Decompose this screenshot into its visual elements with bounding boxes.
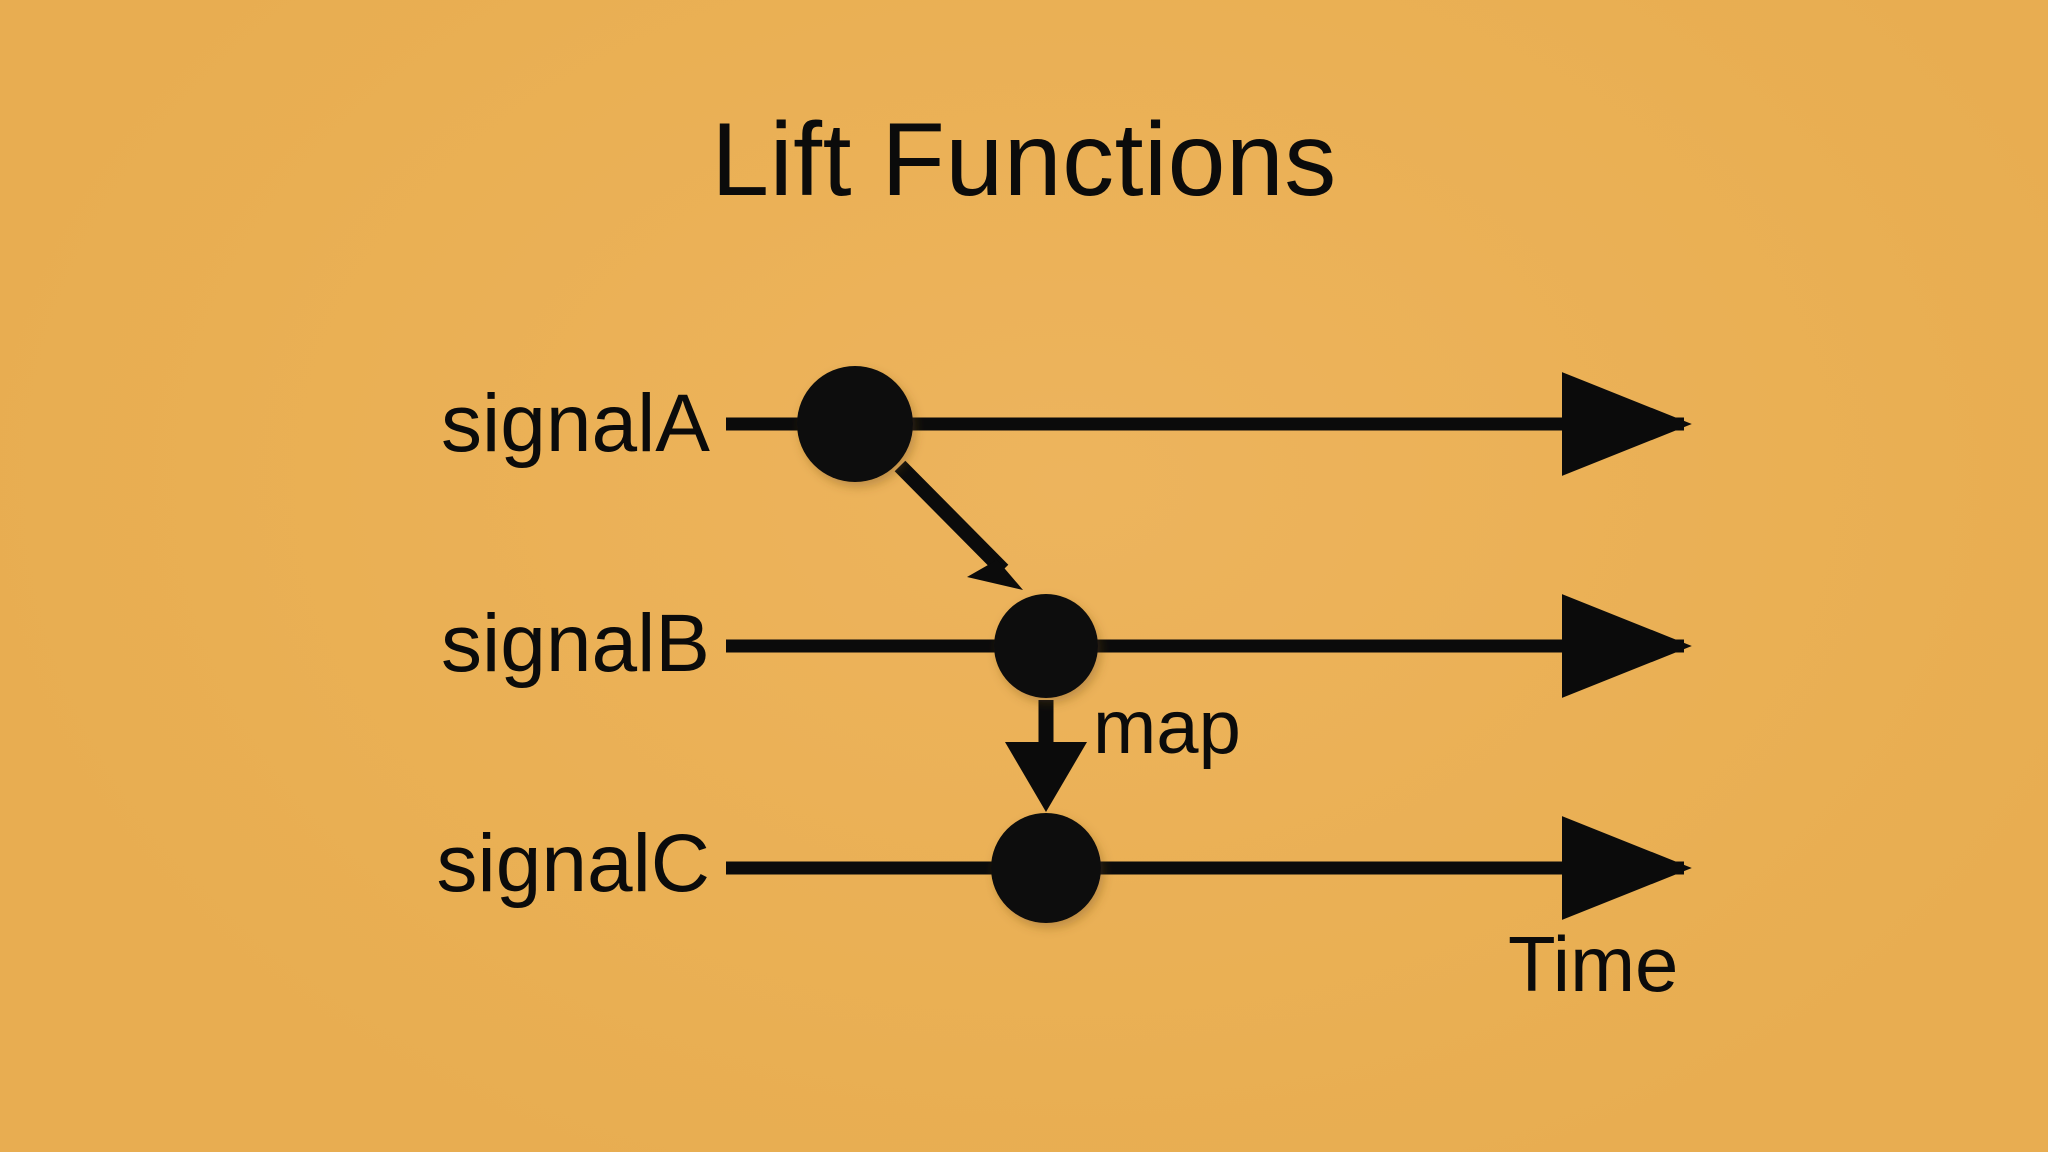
transform-arrow-b-to-c <box>1005 700 1087 812</box>
lane-label-signalB: signalB <box>441 598 710 689</box>
time-axis-label: Time <box>1508 920 1679 1008</box>
lane-label-signalA: signalA <box>441 378 710 469</box>
lane-label-signalC: signalC <box>436 818 710 909</box>
timeline-axes <box>726 372 1692 920</box>
event-dot-signalB[interactable] <box>994 594 1098 698</box>
page-title: Lift Functions <box>711 102 1337 218</box>
event-markers <box>797 366 1101 923</box>
event-dot-signalA[interactable] <box>797 366 913 482</box>
transform-arrow-a-to-b <box>894 460 1023 590</box>
event-dot-signalC[interactable] <box>991 813 1101 923</box>
operator-label-map: map <box>1093 685 1241 770</box>
